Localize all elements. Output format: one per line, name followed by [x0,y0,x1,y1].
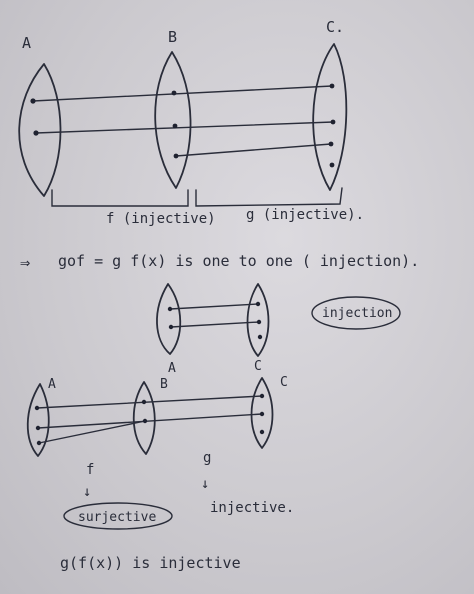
diagram-2: A C injection [156,283,401,376]
element-dot [34,405,40,411]
element-dot [329,83,335,89]
element-dot [329,162,335,168]
g-result: injective. [210,500,294,516]
map-label-g: g [203,450,211,466]
element-dot [330,119,336,125]
set-label-b: B [168,28,177,46]
element-dot [36,440,42,446]
set-label-c: C. [326,18,344,36]
element-dot [141,399,147,405]
element-dot [168,324,174,330]
set-c-oval [250,377,274,449]
down-arrow-g: ↓ [201,476,209,492]
diagram-1: A B C. f (injective) g (injective). [18,18,364,227]
map-line [32,85,333,102]
set-label-a: A [168,361,176,376]
element-dot [167,306,173,312]
map-line [169,303,259,310]
element-dot [172,123,178,129]
brace-label-g: g (injective). [246,207,364,223]
surjective-outline [63,502,173,530]
element-dot [173,153,179,159]
composition-statement: ⇒ gof = g f(x) is one to one ( injection… [20,252,419,273]
set-a-oval [156,283,182,355]
set-label-a: A [22,34,31,52]
set-a-oval [18,63,62,197]
injection-badge-label: injection [322,306,392,321]
element-dot [255,301,261,307]
map-line [37,413,263,429]
set-c-oval [246,283,270,357]
f-result: surjective [78,510,156,525]
element-dot [30,98,36,104]
map-line [38,420,146,444]
element-dot [259,393,265,399]
down-arrow-f: ↓ [83,484,91,500]
map-line [35,121,334,134]
map-line [170,321,260,328]
element-dot [33,130,39,136]
statement-text: gof = g f(x) is one to one ( injection). [58,252,419,270]
element-dot [259,429,265,435]
map-label-f: f [86,462,94,478]
element-dot [328,141,334,147]
element-dot [142,418,148,424]
implies-arrow: ⇒ [20,253,30,273]
element-dot [257,334,263,340]
map-line [175,143,332,157]
element-dot [171,90,177,96]
diagram-3: A B C f ↓ surjective g ↓ injective. [26,375,294,530]
set-label-b: B [160,377,168,392]
brace-g [195,187,343,207]
brace-label-f: f (injective) [106,211,216,227]
set-label-c: C [280,375,288,390]
element-dot [256,319,262,325]
map-line [36,395,263,409]
set-a-oval [26,383,50,457]
set-label-c: C [254,359,262,374]
set-b-oval [154,51,192,189]
injection-badge-outline [311,296,401,330]
set-c-oval [312,43,348,191]
element-dot [259,411,265,417]
conclusion-text: g(f(x)) is injective [60,554,241,572]
set-b-oval [132,381,156,455]
set-label-a: A [48,377,56,392]
brace-f [51,189,189,207]
element-dot [35,425,41,431]
